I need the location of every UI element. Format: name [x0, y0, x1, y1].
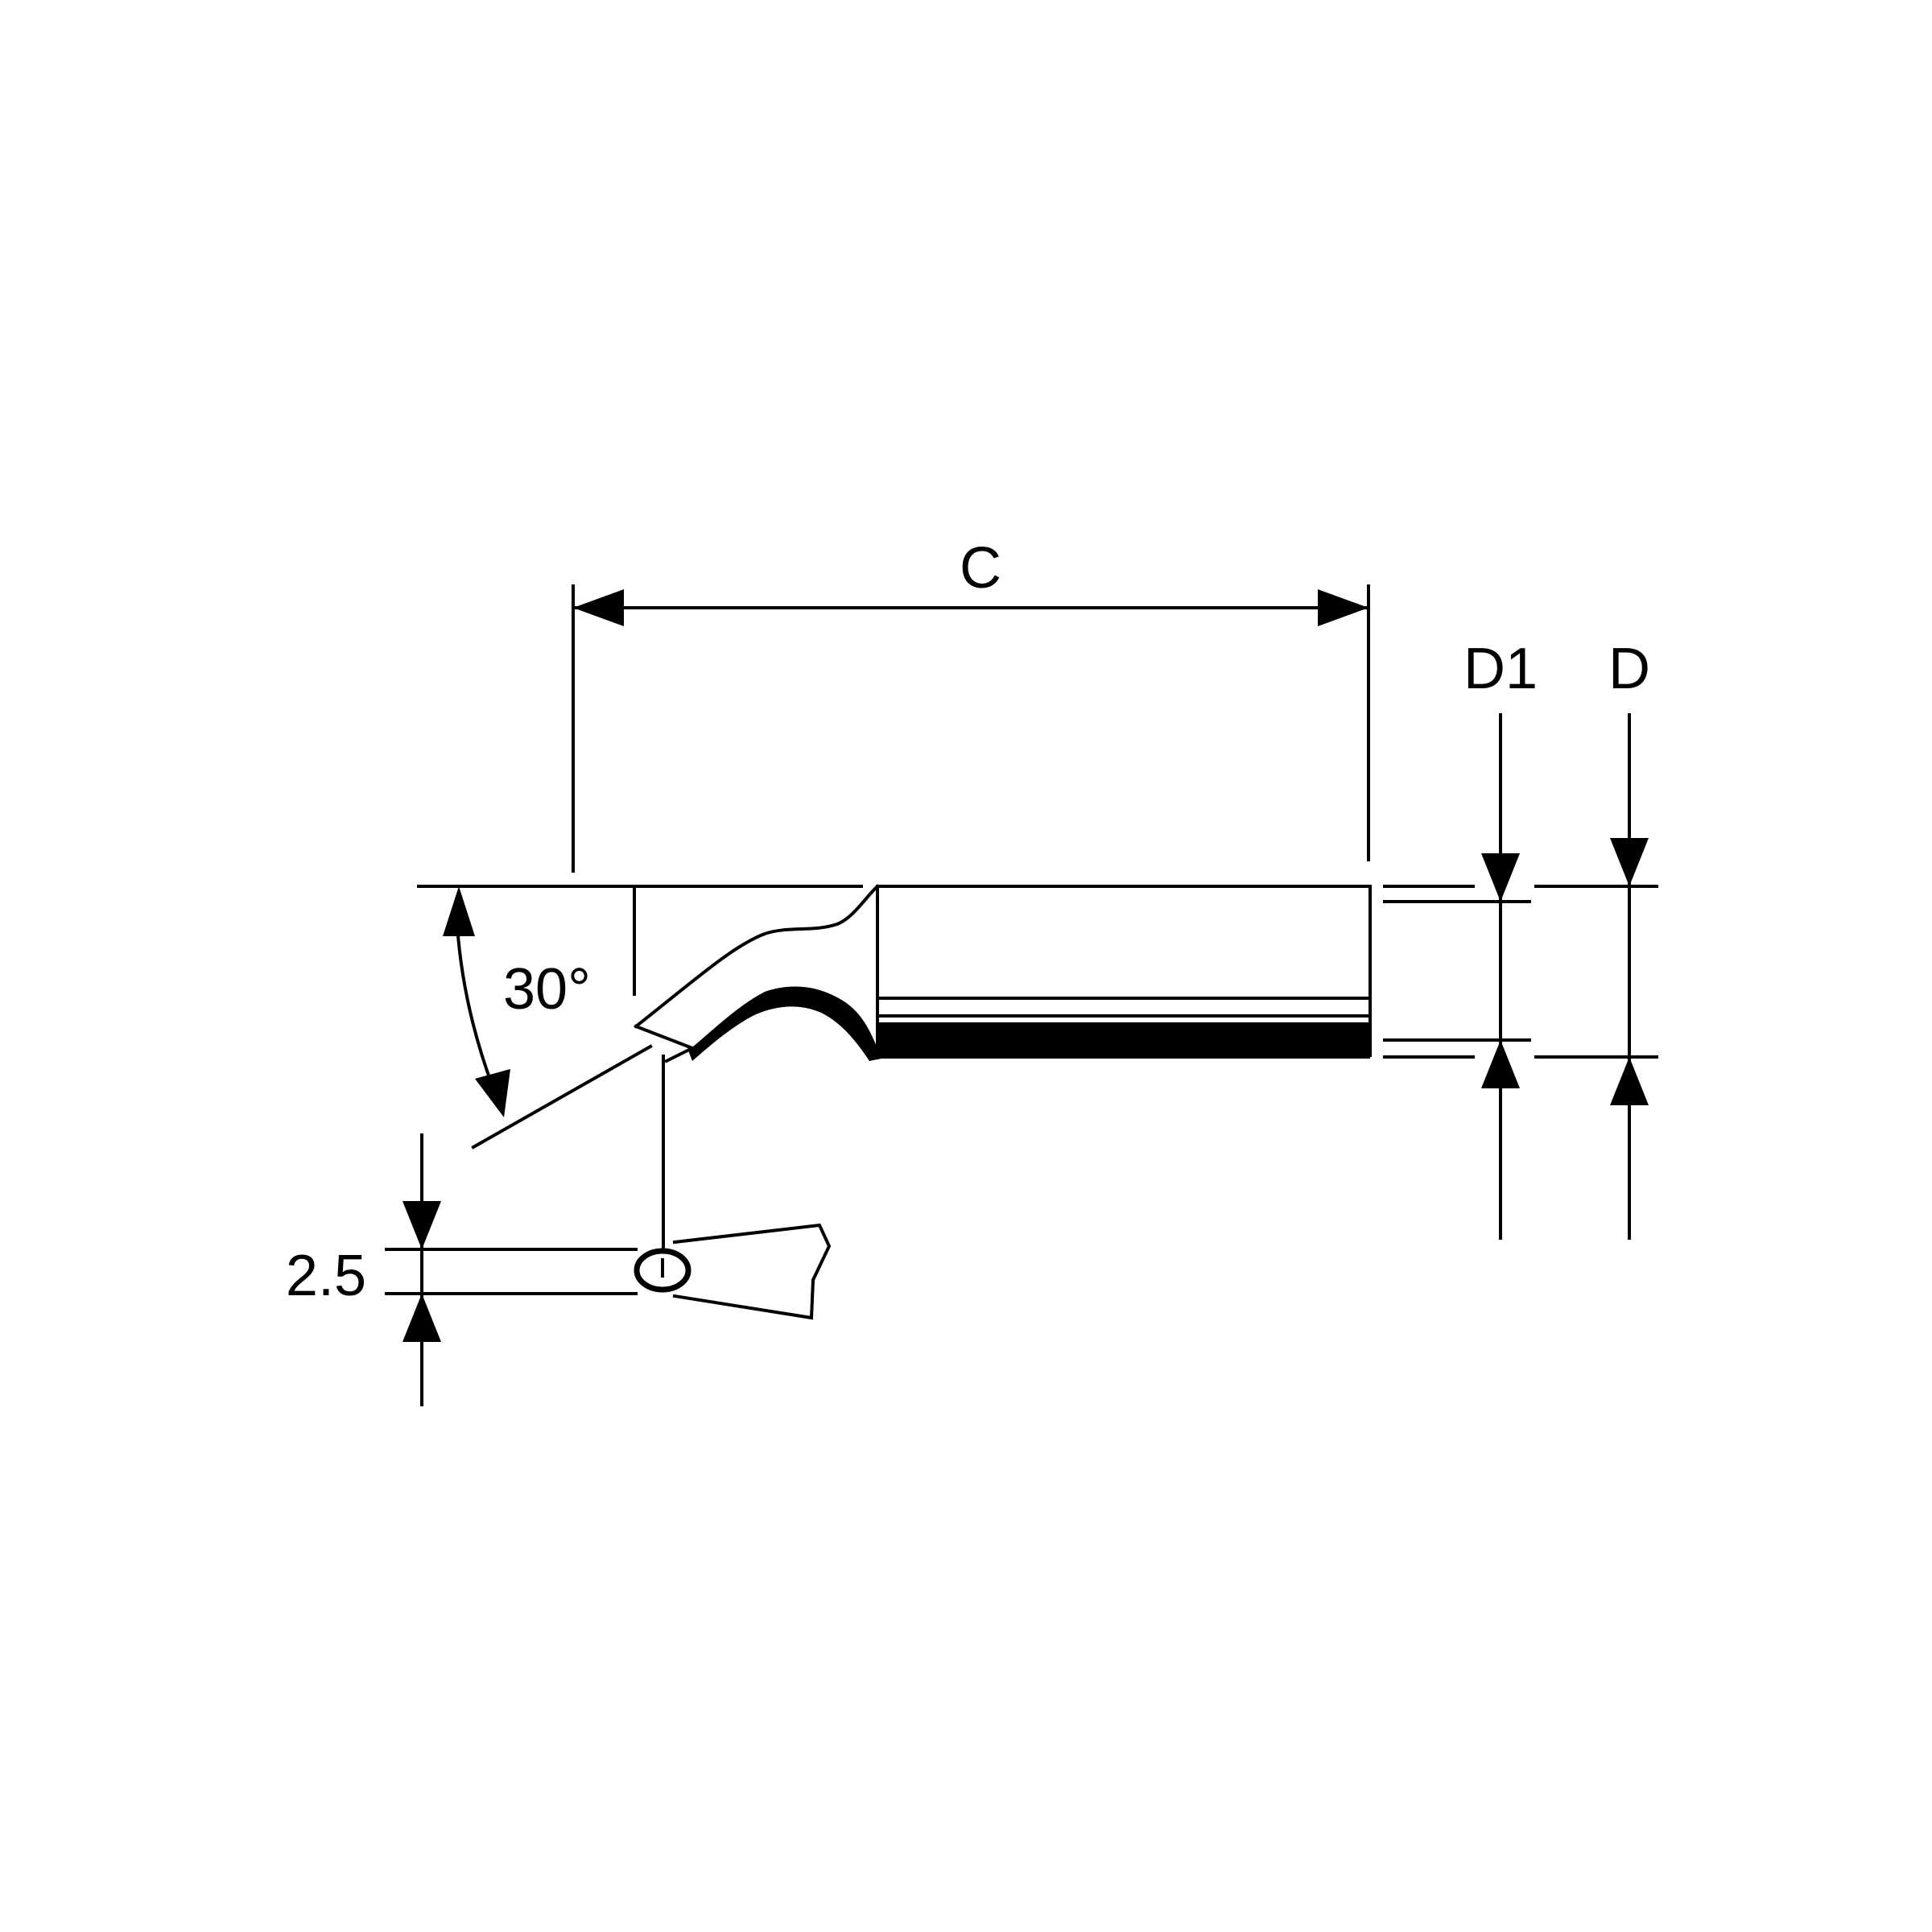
- arrowhead-right: [1318, 589, 1368, 626]
- label-tip-height: 2.5: [286, 1244, 366, 1308]
- shank-bottom-band: [877, 1022, 1370, 1059]
- neck-top-curve: [634, 884, 880, 1029]
- tip-arrowhead-top: [402, 1201, 441, 1249]
- angle-arrowhead-top: [443, 886, 475, 936]
- neck-underside: [688, 986, 881, 1061]
- label-d1: D1: [1463, 637, 1538, 701]
- label-angle: 30°: [503, 957, 591, 1022]
- angle-arrowhead-bottom: [475, 1069, 510, 1117]
- dimension-c: C: [572, 536, 1370, 873]
- angle-dimension: 30°: [417, 885, 863, 1150]
- tip-insert-shape: [672, 1223, 832, 1320]
- d-arrowhead-bottom: [1610, 1057, 1649, 1105]
- diameter-dimensions: D1 D: [1383, 637, 1658, 1240]
- arrowhead-left: [573, 589, 624, 626]
- d1-arrowhead-bottom: [1481, 1040, 1520, 1088]
- tip-arrowhead-bottom: [402, 1294, 441, 1342]
- tip-detail: 2.5: [286, 1055, 832, 1406]
- d1-arrowhead-top: [1481, 853, 1520, 902]
- angle-leg-line: [471, 1044, 653, 1150]
- d-arrowhead-top: [1610, 838, 1649, 886]
- label-c: C: [960, 536, 1001, 601]
- tool-body: [634, 884, 1372, 1063]
- tip-radius-circle: [634, 1248, 691, 1293]
- angle-arc: [455, 923, 495, 1089]
- label-d: D: [1608, 637, 1650, 701]
